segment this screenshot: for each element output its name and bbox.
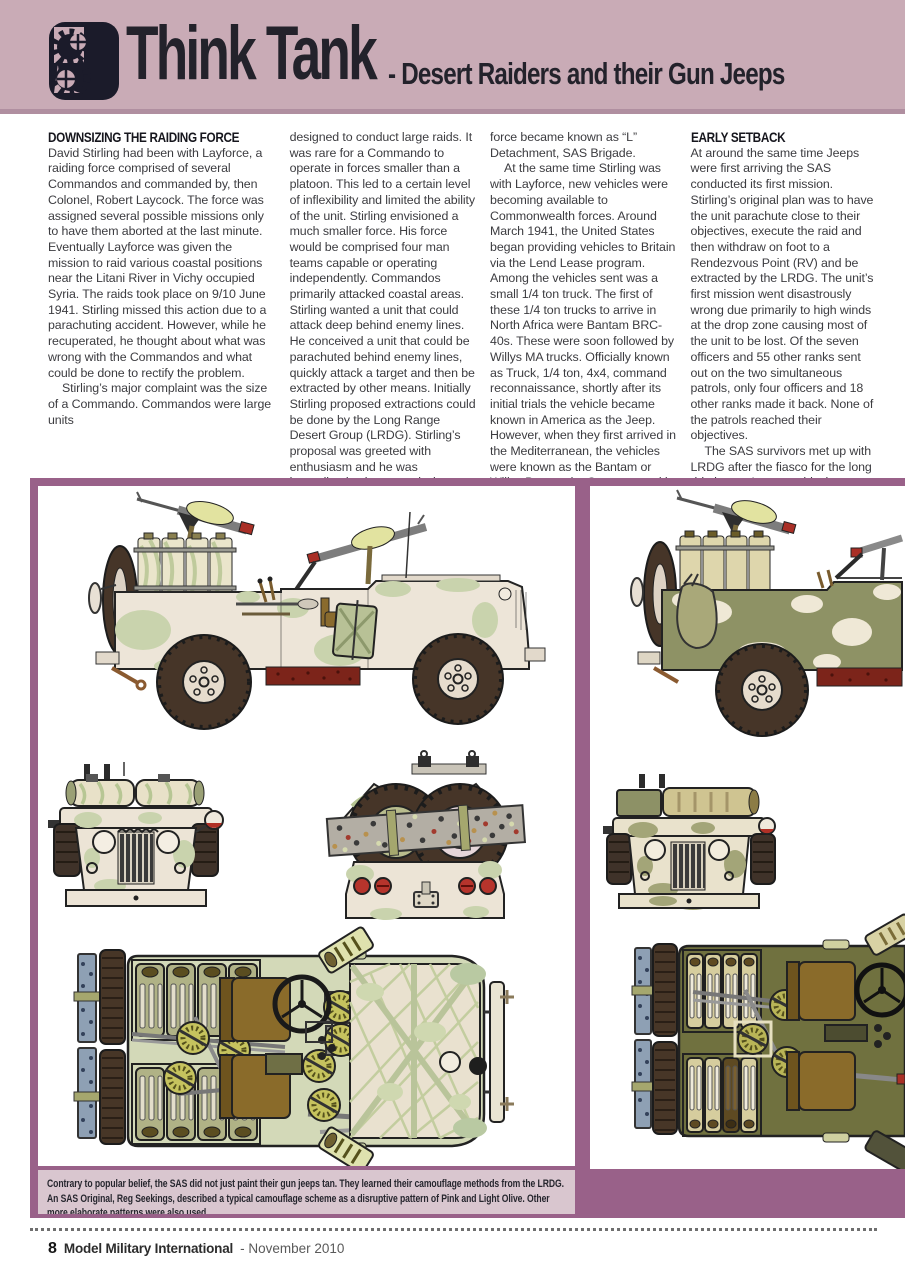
caption-box: Contrary to popular belief, the SAS did … xyxy=(38,1170,575,1214)
article-column-4: EARLY SETBACK At around the same time Je… xyxy=(690,129,877,507)
paragraph: At around the same time Jeeps were first… xyxy=(690,145,874,443)
right-illustration-panel xyxy=(590,486,905,1169)
paragraph: Stirling’s major complaint was the size … xyxy=(48,381,272,427)
article-column-1: DOWNSIZING THE RAIDING FORCE David Stirl… xyxy=(48,129,276,507)
left-illustration-panel xyxy=(38,486,575,1166)
section-heading: DOWNSIZING THE RAIDING FORCE xyxy=(48,129,240,145)
page-header: Think Tank - Desert Raiders and their Gu… xyxy=(0,0,905,114)
page-title: Think Tank xyxy=(126,11,378,96)
article-column-2: designed to conduct large raids. It was … xyxy=(290,130,476,507)
section-heading: EARLY SETBACK xyxy=(690,129,786,145)
gears-logo-icon xyxy=(49,22,119,100)
paragraph: force became known as “L” Detachment, SA… xyxy=(490,130,637,160)
paragraph: David Stirling had been with Layforce, a… xyxy=(48,145,267,380)
jeep-front-view-left xyxy=(48,762,224,907)
footer-line: 8 Model Military International - Novembe… xyxy=(48,1240,877,1258)
paragraph: At the same time Stirling was with Layfo… xyxy=(490,161,676,505)
article-columns: DOWNSIZING THE RAIDING FORCE David Stirl… xyxy=(48,129,877,507)
magazine-name: Model Military International xyxy=(63,1241,234,1256)
jeep-top-view-right xyxy=(631,913,905,1169)
article-column-3: force became known as “L” Detachment, SA… xyxy=(490,130,676,507)
paragraph: designed to conduct large raids. It was … xyxy=(289,130,476,505)
jeep-side-view-left xyxy=(88,491,546,730)
jeep-rear-view-left xyxy=(325,750,527,920)
page-footer: 8 Model Military International - Novembe… xyxy=(30,1228,877,1258)
page-number: 8 xyxy=(48,1240,57,1257)
jeep-side-view-right xyxy=(630,489,904,737)
issue-date: - November 2010 xyxy=(240,1241,345,1256)
jeep-front-view-right xyxy=(603,774,776,910)
illustration-section xyxy=(30,478,905,1218)
page-subtitle: - Desert Raiders and their Gun Jeeps xyxy=(388,56,785,91)
caption-text: Contrary to popular belief, the SAS did … xyxy=(47,1178,564,1214)
jeep-top-view-left xyxy=(73,926,514,1166)
